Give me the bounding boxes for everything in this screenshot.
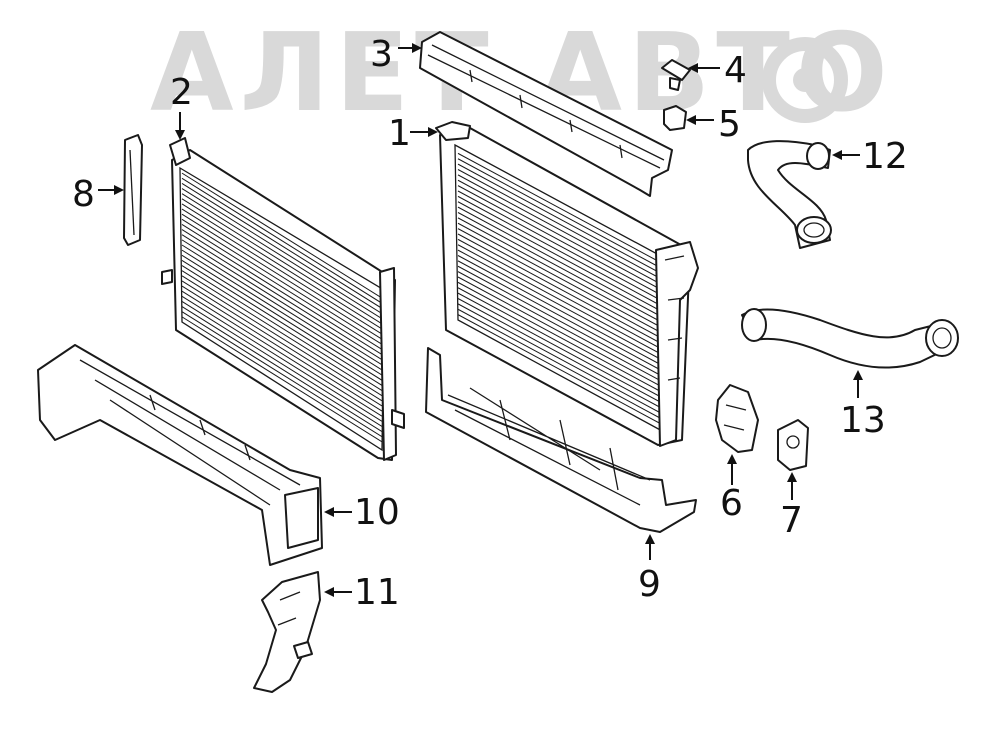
fin-line bbox=[457, 281, 667, 395]
fin-line bbox=[457, 222, 667, 336]
callout-3: 3 bbox=[370, 34, 393, 75]
fin-line bbox=[457, 201, 667, 315]
fin-line bbox=[457, 287, 667, 401]
part-10-cross-member bbox=[37, 344, 323, 566]
fin-line bbox=[181, 239, 383, 366]
fin-line bbox=[457, 212, 667, 325]
callout-leaders bbox=[98, 43, 863, 597]
callout-10: 10 bbox=[354, 492, 400, 533]
fin-line bbox=[181, 306, 383, 433]
fin-line bbox=[181, 188, 383, 314]
part-3-upper-air-guide bbox=[419, 31, 673, 197]
part-9-lower-deflector bbox=[425, 347, 697, 533]
callout-12: 12 bbox=[862, 136, 908, 177]
part-4-mount bbox=[661, 59, 691, 91]
fin-line bbox=[181, 280, 383, 407]
fin-line bbox=[457, 255, 667, 368]
fin-line bbox=[457, 276, 667, 390]
fin-line bbox=[181, 177, 383, 304]
fin-line bbox=[457, 195, 667, 309]
callout-5: 5 bbox=[718, 104, 741, 145]
fin-line bbox=[181, 249, 383, 376]
fin-line bbox=[457, 260, 667, 374]
fin-line bbox=[181, 229, 383, 356]
fin-line bbox=[457, 152, 667, 266]
fin-line bbox=[457, 190, 667, 304]
watermark-gear-icon bbox=[762, 37, 848, 123]
fin-line bbox=[181, 193, 383, 320]
fin-line bbox=[181, 218, 383, 345]
callout-8: 8 bbox=[72, 174, 95, 215]
fin-line bbox=[457, 303, 667, 417]
fin-line bbox=[181, 311, 383, 438]
fin-line bbox=[457, 292, 667, 406]
callout-6: 6 bbox=[720, 483, 743, 524]
part-13-lower-hose bbox=[741, 308, 959, 369]
fin-line bbox=[181, 172, 383, 299]
fin-line bbox=[181, 295, 383, 422]
part-6-bracket bbox=[715, 384, 759, 453]
fin-line bbox=[457, 308, 667, 422]
fin-line bbox=[457, 233, 667, 347]
fin-line bbox=[457, 265, 667, 379]
fin-line bbox=[181, 290, 383, 417]
radiator-fins bbox=[457, 152, 667, 428]
fin-line bbox=[457, 169, 667, 282]
part-11-lower-bracket bbox=[253, 571, 321, 693]
fin-line bbox=[457, 163, 667, 277]
part-12-upper-hose bbox=[747, 140, 832, 249]
fin-line bbox=[457, 217, 667, 331]
fin-line bbox=[181, 213, 383, 340]
fin-line bbox=[181, 254, 383, 381]
fin-line bbox=[181, 259, 383, 386]
part-7-bracket bbox=[777, 419, 809, 471]
part-2-condenser bbox=[161, 137, 405, 461]
fin-line bbox=[457, 271, 667, 385]
fin-line bbox=[457, 174, 667, 288]
fin-line bbox=[181, 270, 383, 397]
fin-line bbox=[181, 316, 383, 443]
fin-line bbox=[457, 244, 667, 358]
fin-line bbox=[457, 185, 667, 299]
callout-7: 7 bbox=[780, 500, 803, 541]
callout-9: 9 bbox=[638, 564, 661, 605]
fin-line bbox=[457, 179, 667, 293]
fin-line bbox=[457, 314, 667, 428]
fin-line bbox=[181, 301, 383, 427]
callout-labels: 1 2 3 4 5 6 7 8 9 10 11 12 13 bbox=[72, 34, 908, 613]
fin-line bbox=[457, 298, 667, 411]
fin-line bbox=[457, 238, 667, 352]
part-1-radiator bbox=[435, 121, 699, 447]
callout-11: 11 bbox=[354, 572, 400, 613]
fin-line bbox=[181, 182, 383, 309]
condenser-fins bbox=[181, 172, 383, 443]
callout-2: 2 bbox=[170, 72, 193, 113]
fin-line bbox=[181, 234, 383, 361]
callout-13: 13 bbox=[840, 400, 886, 441]
fin-line bbox=[181, 203, 383, 330]
fin-line bbox=[181, 275, 383, 402]
callout-1: 1 bbox=[388, 113, 411, 154]
fin-line bbox=[181, 244, 383, 371]
fin-line bbox=[181, 224, 383, 350]
part-5-bushing bbox=[663, 105, 687, 131]
fin-line bbox=[457, 228, 667, 342]
fin-line bbox=[457, 158, 667, 272]
fin-line bbox=[181, 285, 383, 412]
fin-line bbox=[181, 198, 383, 325]
part-8-side-seal bbox=[123, 134, 143, 246]
fin-line bbox=[457, 249, 667, 363]
fin-line bbox=[457, 206, 667, 320]
callout-4: 4 bbox=[724, 50, 747, 91]
fin-line bbox=[181, 208, 383, 335]
fin-line bbox=[181, 265, 383, 391]
